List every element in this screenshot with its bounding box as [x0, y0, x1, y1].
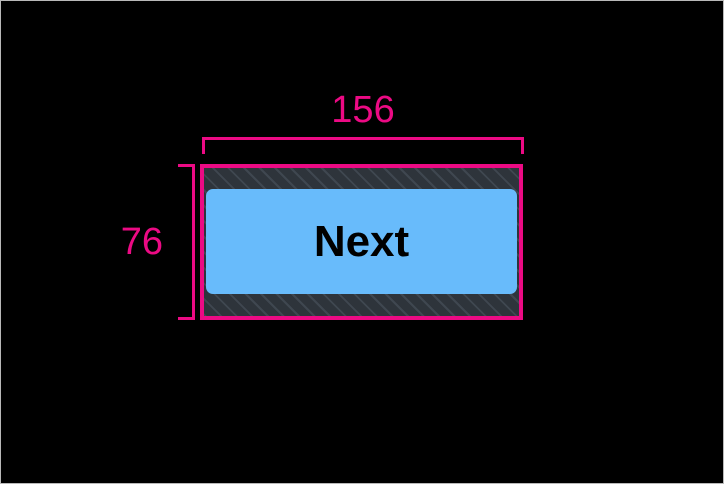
next-button-label: Next [313, 216, 410, 266]
next-button[interactable]: Next [206, 189, 517, 294]
width-dimension-bracket [202, 137, 524, 155]
height-dimension-label: 76 [120, 221, 163, 263]
element-bounds-highlight: Next [200, 164, 523, 320]
width-bracket-bar [202, 137, 524, 140]
height-bracket-bar [192, 164, 195, 320]
height-bracket-tick-bottom [178, 317, 195, 320]
width-bracket-tick-right [521, 137, 524, 154]
height-bracket-tick-top [178, 164, 195, 167]
width-dimension-label: 156 [331, 89, 395, 131]
height-dimension-bracket [177, 164, 195, 320]
width-bracket-tick-left [202, 137, 205, 154]
